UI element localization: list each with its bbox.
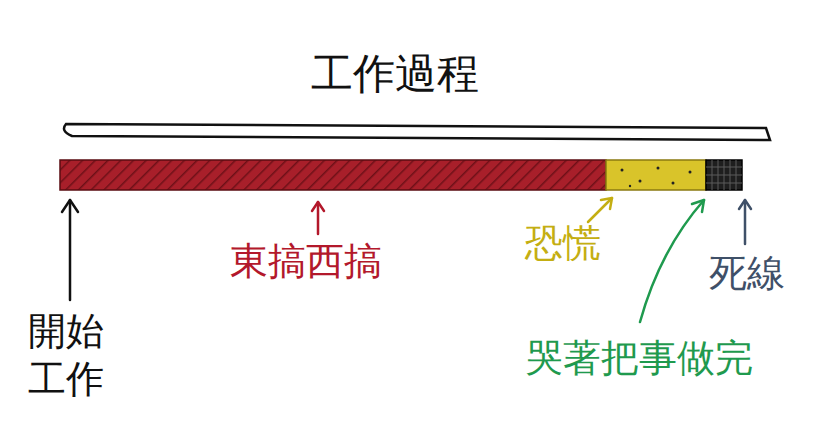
phase-label: 哭著把事做完 <box>525 335 753 383</box>
start-label: 開始 工作 <box>28 308 112 403</box>
finish-arrow <box>640 200 704 322</box>
holder-bar <box>64 124 770 140</box>
panic-dots <box>621 167 692 188</box>
deadline-grid <box>706 160 742 190</box>
title: 工作過程 <box>0 48 790 101</box>
start-arrow <box>62 200 78 300</box>
mess-around-segment <box>60 160 606 190</box>
phase-label: 東搞西搞 <box>230 238 382 286</box>
deadline-segment <box>706 160 742 190</box>
panic-segment <box>606 160 706 190</box>
phase-label: 恐慌 <box>525 220 601 268</box>
deadline-label: 死線 <box>709 250 785 298</box>
mess-arrow <box>312 202 324 234</box>
panic-arrow <box>588 198 612 222</box>
deadline-arrow <box>739 200 751 244</box>
